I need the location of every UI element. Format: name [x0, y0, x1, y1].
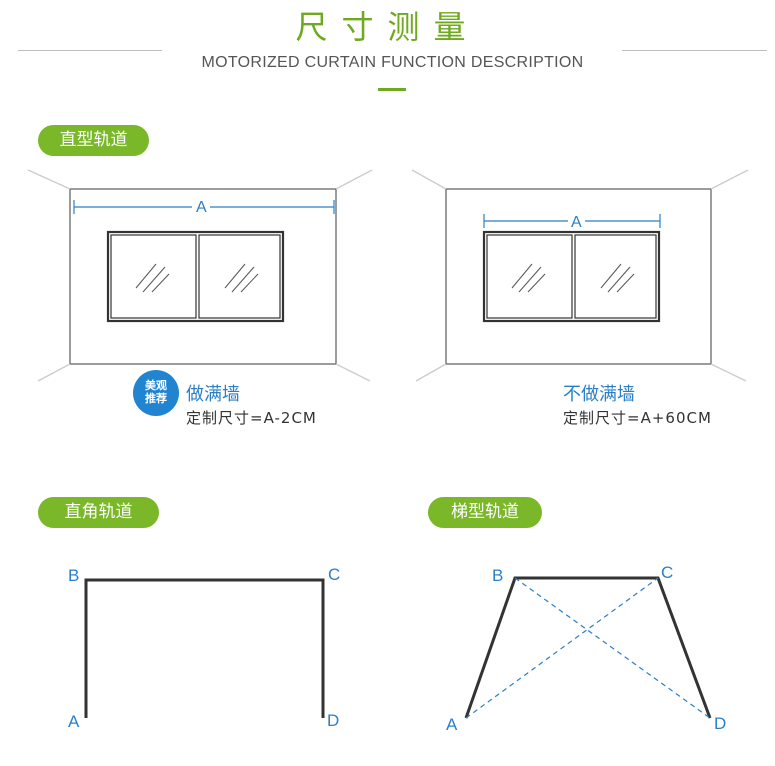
- point-label-c: C: [328, 565, 340, 584]
- point-label-d: D: [714, 714, 726, 733]
- wall-back: [445, 188, 712, 365]
- window-pane-left: [486, 234, 573, 319]
- caption-full-wall-size: 定制尺寸=A-2CM: [186, 409, 317, 427]
- dimension-line-a: [73, 200, 335, 214]
- wall-edge: [415, 363, 447, 382]
- wall-edge: [335, 363, 371, 382]
- point-label-a: A: [68, 712, 80, 731]
- dimension-line-a: [483, 214, 661, 228]
- caption-not-full-wall-title: 不做满墙: [563, 384, 635, 405]
- trapezoid-diagonals: [465, 577, 711, 719]
- dimension-label-a: A: [196, 199, 207, 216]
- wall-edge: [335, 169, 373, 190]
- recommended-badge: 美观 推荐: [133, 370, 179, 416]
- wall-edge: [27, 169, 71, 190]
- caption-not-full-wall-size: 定制尺寸=A+60CM: [563, 409, 712, 427]
- wall-edge: [710, 169, 749, 190]
- point-label-d: D: [327, 711, 339, 730]
- wall-edge: [411, 169, 447, 190]
- room-full-wall: [27, 169, 373, 382]
- trapezoid-track-line: [464, 576, 712, 719]
- point-label-a: A: [446, 715, 458, 734]
- page-subtitle: MOTORIZED CURTAIN FUNCTION DESCRIPTION: [201, 54, 584, 71]
- section-label-straight-track: 直型轨道: [38, 125, 149, 156]
- badge-line: 美观: [145, 379, 167, 392]
- page-title: 尺寸测量: [295, 8, 480, 46]
- dimension-label-a: A: [571, 214, 582, 231]
- window-pane-left: [110, 234, 197, 319]
- right-angle-track-line: [84, 578, 325, 718]
- room-not-full-wall: [411, 169, 749, 382]
- window-frame: [482, 230, 661, 323]
- wall-edge: [710, 363, 747, 382]
- title-divider-right: [622, 50, 767, 51]
- title-accent-bar: [378, 88, 406, 91]
- point-label-b: B: [492, 566, 503, 585]
- point-label-c: C: [661, 563, 673, 582]
- glass-reflection: [511, 263, 635, 293]
- badge-line: 推荐: [145, 392, 167, 405]
- window-pane-right: [198, 234, 281, 319]
- glass-reflection: [135, 263, 259, 293]
- section-label-right-angle-track: 直角轨道: [38, 497, 159, 528]
- wall-edge: [37, 363, 71, 382]
- wall-back: [69, 188, 337, 365]
- window-frame: [106, 230, 285, 323]
- title-divider-left: [18, 50, 162, 51]
- point-label-b: B: [68, 566, 79, 585]
- section-label-trapezoid-track: 梯型轨道: [428, 497, 542, 528]
- window-pane-right: [574, 234, 657, 319]
- caption-full-wall-title: 做满墙: [186, 384, 240, 405]
